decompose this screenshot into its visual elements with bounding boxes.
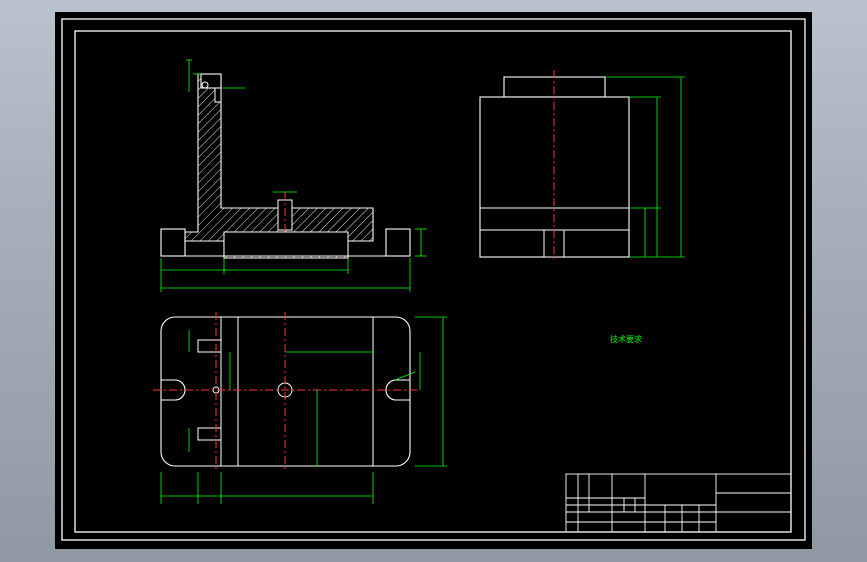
outer-frame — [61, 18, 806, 541]
top-slot-lower — [197, 427, 222, 441]
top-slot-upper — [197, 339, 222, 353]
drawing-canvas: 技术要求 — [61, 18, 806, 541]
top-view — [153, 312, 447, 504]
top-right-u-slot — [385, 379, 410, 401]
side-view — [479, 70, 685, 262]
front-base-recess — [223, 231, 349, 257]
front-top-hole — [201, 81, 209, 89]
notes-title: 技术要求 — [610, 334, 642, 344]
front-view — [160, 59, 427, 292]
front-slot — [214, 87, 222, 103]
title-block — [565, 473, 792, 533]
front-left-flange — [160, 228, 186, 257]
inner-frame — [74, 30, 792, 533]
cad-viewport[interactable]: 技术要求 — [55, 12, 812, 549]
front-top-block — [200, 73, 222, 89]
front-right-flange — [385, 228, 411, 257]
technical-notes: 技术要求 — [610, 334, 642, 344]
